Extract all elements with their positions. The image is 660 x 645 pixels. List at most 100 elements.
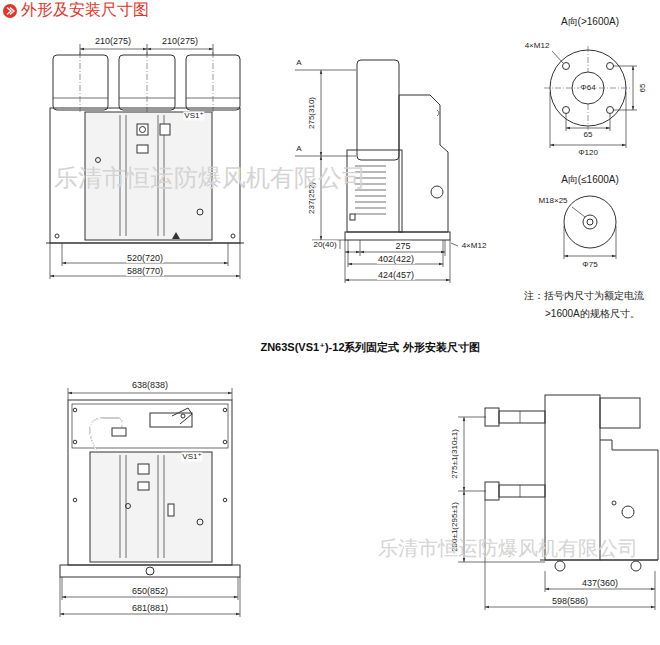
- side-view-lower-part: [631, 561, 641, 571]
- front-view-lower-part: [90, 452, 212, 562]
- dimension-label: 275(310): [307, 96, 316, 130]
- side-view-lower-part: [545, 395, 600, 560]
- front-view-upper-part: [80, 44, 81, 55]
- front-view-lower-part: [68, 393, 232, 394]
- figure-caption: ZN63S(VS1⁺)-12系列固定式 外形安装尺寸图: [260, 341, 479, 354]
- terminal-view-large-part: [607, 107, 614, 114]
- terminal-view-large-part: [550, 92, 551, 148]
- terminal-view-large-part: [588, 46, 589, 72]
- terminal-view-small-part: [564, 256, 616, 257]
- front-view-lower-part: [60, 577, 61, 617]
- watermark: 乐清市恒运防爆风机有限公司: [378, 537, 638, 560]
- dimension-label: Φ120: [577, 148, 599, 157]
- front-view-upper-part: [53, 98, 108, 99]
- front-view-upper-part: [147, 49, 213, 50]
- dimension-label: 20(40): [312, 240, 337, 249]
- title-icon-part: [7, 8, 14, 15]
- side-view-lower-part: [458, 417, 486, 418]
- side-view-upper-part: [443, 240, 444, 267]
- title-icon-part: [3, 4, 17, 18]
- front-view-lower-part: [120, 455, 121, 558]
- side-view-lower-part: [499, 485, 545, 497]
- front-view-upper-part: [96, 158, 101, 163]
- side-view-lower: [458, 395, 658, 610]
- front-view-upper-part: [137, 145, 148, 153]
- side-view-upper-part: [360, 252, 445, 253]
- side-view-upper-part: [340, 240, 341, 249]
- dimension-label: A: [295, 144, 302, 153]
- dimension-label: 437(360): [581, 578, 619, 588]
- side-view-lower-part: [458, 562, 545, 563]
- dimension-label: Φ64: [579, 83, 596, 92]
- front-view-upper-part: [137, 124, 148, 135]
- dimension-label: M18×25: [537, 196, 568, 205]
- dimension-label: A: [295, 58, 302, 67]
- front-view-lower-part: [197, 519, 203, 525]
- dimension-label: >1600A的规格尺寸。: [544, 308, 641, 320]
- side-view-upper-part: [355, 196, 386, 197]
- dimension-label: 4×M12: [461, 241, 488, 250]
- front-view-upper-part: [197, 209, 203, 215]
- side-view-lower-part: [600, 398, 640, 428]
- terminal-view-small-part: [572, 207, 585, 217]
- terminal-view-large-part: [550, 145, 626, 146]
- front-view-upper-part: [231, 234, 235, 238]
- front-view-lower-part: [223, 408, 227, 412]
- dimension-label: 402(422): [377, 254, 415, 264]
- front-view-lower-part: [240, 577, 241, 617]
- front-view-lower-part: [62, 577, 63, 600]
- dimension-label: 275±1(310±1): [450, 428, 459, 480]
- terminal-view-large-part: [566, 128, 610, 129]
- side-view-lower-part: [485, 607, 655, 608]
- dimension-label: 4×M12: [524, 41, 551, 50]
- side-view-upper-part: [355, 214, 386, 215]
- terminal-view-small-part: [616, 226, 617, 259]
- side-view-upper-part: [451, 243, 458, 246]
- front-view-upper-part: [172, 232, 180, 239]
- front-view-lower-part: [223, 440, 227, 444]
- terminal-view-large-part: [588, 104, 589, 130]
- front-view-lower-part: [164, 455, 165, 558]
- front-view-upper-part: [147, 52, 148, 112]
- side-view-upper-part: [445, 240, 446, 256]
- side-view-upper-part: [345, 232, 450, 240]
- dimension-label: 681(881): [131, 603, 169, 613]
- terminal-view-large: [544, 46, 637, 148]
- side-view-upper-part: [321, 70, 322, 156]
- front-view-lower: [60, 388, 240, 617]
- front-view-lower-part: [232, 388, 233, 400]
- side-view-upper-part: [348, 240, 349, 267]
- side-view-upper-part: [350, 214, 355, 220]
- side-view-upper-part: [437, 110, 439, 116]
- front-view-lower-part: [158, 455, 159, 558]
- dimension-label: A向(≤1600A): [560, 174, 620, 186]
- terminal-view-large-part: [607, 63, 614, 70]
- front-view-lower-part: [146, 567, 154, 575]
- dimension-label: 638(838): [131, 380, 169, 390]
- terminal-view-small-part: [564, 226, 565, 259]
- terminal-view-large-part: [613, 110, 637, 111]
- side-view-upper-part: [345, 240, 346, 283]
- front-view-lower-part: [73, 498, 77, 502]
- dimension-label: Φ75: [581, 260, 598, 269]
- front-view-upper-part: [55, 234, 59, 238]
- terminal-view-small-part: [587, 219, 593, 225]
- side-view-upper-part: [295, 70, 356, 71]
- terminal-view-large-part: [613, 66, 637, 67]
- watermark: 乐清市恒运防爆风机有限公司: [54, 164, 366, 192]
- front-view-upper-part: [80, 52, 81, 112]
- side-view-lower-part: [655, 571, 656, 610]
- dimension-label: 注：括号内尺寸为额定电流: [523, 290, 645, 302]
- front-view-lower-part: [181, 414, 185, 418]
- side-view-lower-part: [520, 411, 521, 423]
- side-view-upper-part: [399, 95, 448, 232]
- dimension-label: 65: [638, 83, 647, 94]
- dimension-label: 650(852): [131, 586, 169, 596]
- title-icon: [3, 4, 17, 18]
- dimension-label: 424(457): [377, 270, 415, 280]
- side-view-lower-part: [622, 506, 634, 518]
- front-view-lower-part: [60, 565, 240, 577]
- front-view-lower-part: [60, 614, 240, 615]
- dimension-label: A向(>1600A): [560, 16, 620, 28]
